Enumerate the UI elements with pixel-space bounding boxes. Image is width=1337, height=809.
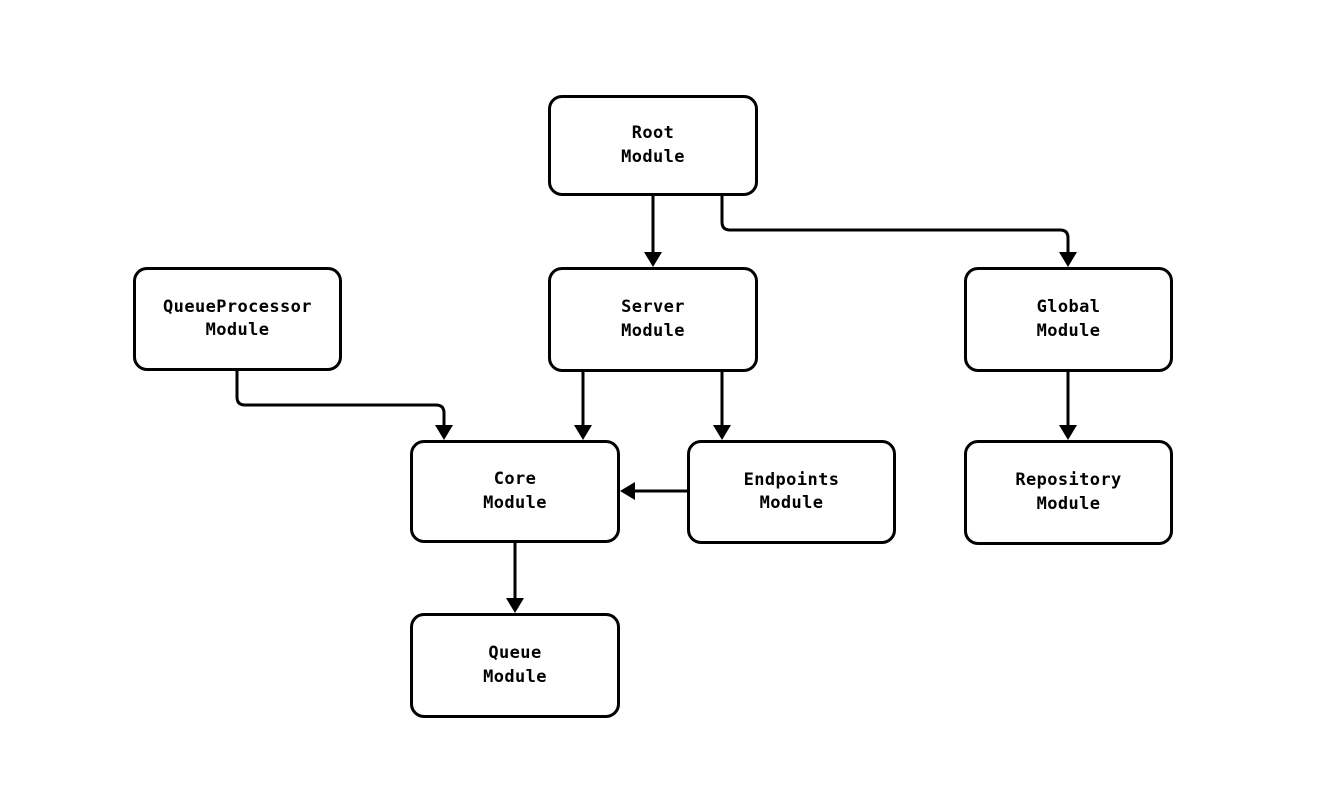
- node-queue[interactable]: Queue Module: [410, 613, 620, 718]
- node-label-endpoints: Endpoints Module: [743, 469, 840, 513]
- node-label-repository: Repository Module: [1015, 470, 1122, 514]
- arrowhead: [620, 482, 635, 500]
- arrowhead: [574, 425, 592, 440]
- node-label-queue: Queue Module: [483, 643, 547, 687]
- edge-server-to-endpoints: [713, 372, 731, 440]
- node-label-server: Server Module: [621, 297, 685, 341]
- edge-global-to-repository: [1059, 372, 1077, 440]
- node-label-global: Global Module: [1036, 297, 1101, 341]
- node-endpoints[interactable]: Endpoints Module: [687, 440, 896, 544]
- edge-endpoints-to-core: [620, 482, 687, 500]
- arrowhead: [506, 598, 524, 613]
- edge-queueprocessor-to-core: [235, 371, 453, 440]
- node-server[interactable]: Server Module: [548, 267, 758, 372]
- arrowhead: [644, 252, 662, 267]
- arrowhead: [1059, 252, 1077, 267]
- node-label-root: Root Module: [621, 123, 685, 167]
- node-queueprocessor[interactable]: QueueProcessor Module: [133, 267, 342, 371]
- edge-root-to-global: [720, 196, 1077, 267]
- node-label-core: Core Module: [483, 469, 547, 513]
- edge-core-to-queue: [506, 543, 524, 613]
- node-label-queueprocessor: QueueProcessor Module: [163, 296, 312, 340]
- arrowhead: [435, 425, 453, 440]
- edge-root-to-server: [644, 196, 662, 267]
- node-root[interactable]: Root Module: [548, 95, 758, 196]
- node-global[interactable]: Global Module: [964, 267, 1173, 372]
- arrowhead: [1059, 425, 1077, 440]
- edge-server-to-core: [574, 372, 592, 440]
- node-repository[interactable]: Repository Module: [964, 440, 1173, 545]
- arrowhead: [713, 425, 731, 440]
- node-core[interactable]: Core Module: [410, 440, 620, 543]
